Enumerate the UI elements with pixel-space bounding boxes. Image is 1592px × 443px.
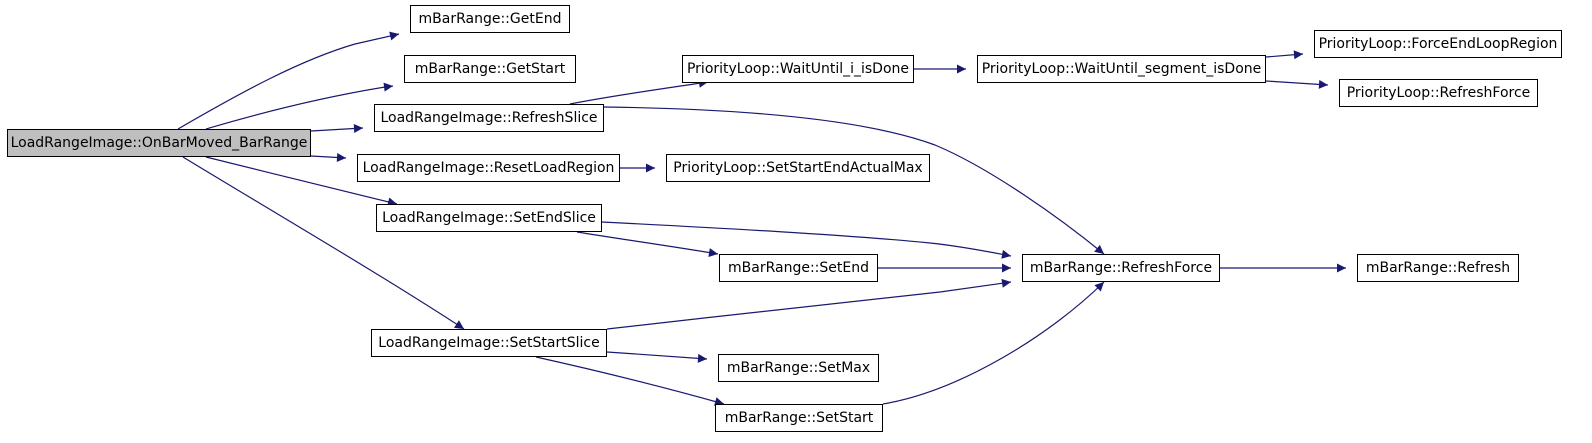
node-mbarrange-refresh[interactable]: mBarRange::Refresh <box>1357 254 1519 282</box>
edge-refreshSlice-to-mbRefreshForce <box>603 106 1105 255</box>
edge-setStartSlice-to-setMax <box>606 351 708 363</box>
node-mbarrange-set-max[interactable]: mBarRange::SetMax <box>718 354 879 382</box>
node-mbarrange-set-start[interactable]: mBarRange::SetStart <box>715 404 883 432</box>
edge-root-to-getStart <box>205 82 394 130</box>
edge-root-to-refreshSlice <box>310 124 364 134</box>
node-load-range-image-on-bar-moved-bar-range[interactable]: LoadRangeImage::OnBarMoved_BarRange <box>7 129 311 157</box>
node-mbarrange-get-start[interactable]: mBarRange::GetStart <box>404 55 576 83</box>
node-mbarrange-set-end[interactable]: mBarRange::SetEnd <box>719 254 878 282</box>
edge-waitUntilSegment-to-forceEndLoopRegion <box>1265 50 1304 60</box>
edge-setStart-to-mbRefreshForce <box>882 281 1105 405</box>
node-priority-loop-wait-until-segment-is-done[interactable]: PriorityLoop::WaitUntil_segment_isDone <box>977 55 1266 83</box>
edge-setStartSlice-to-mbRefreshForce <box>606 278 1012 330</box>
edge-root-to-getEnd <box>177 31 400 130</box>
node-priority-loop-force-end-loop-region[interactable]: PriorityLoop::ForceEndLoopRegion <box>1314 30 1562 58</box>
edge-refreshSlice-to-waitUntilI <box>569 78 709 105</box>
node-mbarrange-get-end[interactable]: mBarRange::GetEnd <box>410 5 570 33</box>
edge-setEndSlice-to-mbRefreshForce <box>601 221 1012 259</box>
edge-waitUntilSegment-to-plRefreshForce <box>1265 79 1329 89</box>
node-load-range-image-refresh-slice[interactable]: LoadRangeImage::RefreshSlice <box>374 104 604 132</box>
node-load-range-image-set-start-slice[interactable]: LoadRangeImage::SetStartSlice <box>371 329 607 357</box>
node-priority-loop-set-start-end-actual-max[interactable]: PriorityLoop::SetStartEndActualMax <box>666 154 930 182</box>
node-priority-loop-refresh-force[interactable]: PriorityLoop::RefreshForce <box>1339 79 1538 107</box>
edge-root-to-resetLoadRegion <box>310 152 347 162</box>
node-load-range-image-reset-load-region[interactable]: LoadRangeImage::ResetLoadRegion <box>357 154 620 182</box>
node-mbarrange-refresh-force[interactable]: mBarRange::RefreshForce <box>1022 254 1220 282</box>
edge-root-to-setEndSlice <box>205 156 398 207</box>
node-priority-loop-wait-until-i-is-done[interactable]: PriorityLoop::WaitUntil_i_isDone <box>682 55 914 83</box>
node-load-range-image-set-end-slice[interactable]: LoadRangeImage::SetEndSlice <box>376 204 602 232</box>
edge-root-to-setStartSlice <box>182 156 465 330</box>
edge-setStartSlice-to-setStart <box>535 356 725 406</box>
edge-setEndSlice-to-setEnd <box>576 231 719 257</box>
